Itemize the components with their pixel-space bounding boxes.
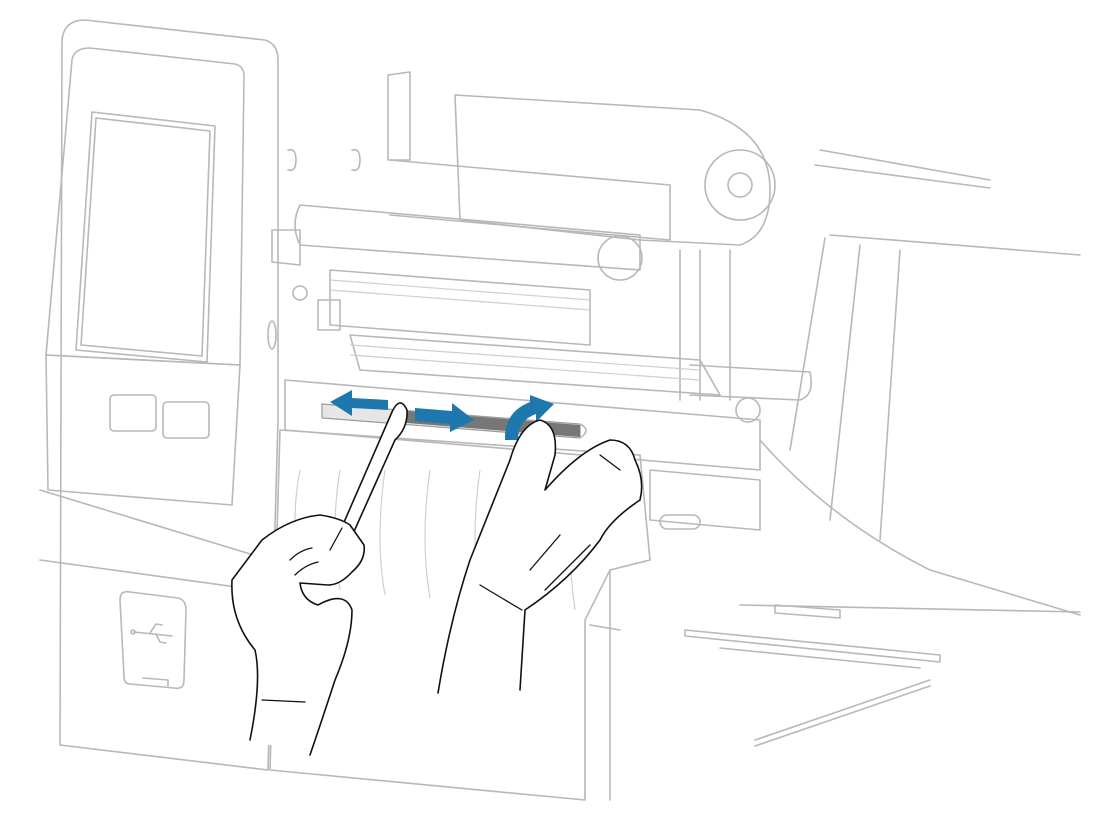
panel-button-right[interactable]: [162, 401, 210, 439]
panel-button-left[interactable]: [109, 394, 157, 432]
usb-port-cover: [119, 590, 187, 690]
left-hand-with-swab: [231, 402, 408, 756]
double-arrow-left-right-icon: [330, 390, 474, 432]
media-door: [269, 429, 1081, 801]
media-compartment: [684, 149, 1081, 747]
curved-rotate-arrow-icon: [504, 395, 554, 440]
print-mechanism: [267, 71, 813, 471]
printer-front-panel: [39, 19, 279, 771]
right-hand: [437, 419, 643, 694]
usb-icon: [130, 623, 173, 644]
